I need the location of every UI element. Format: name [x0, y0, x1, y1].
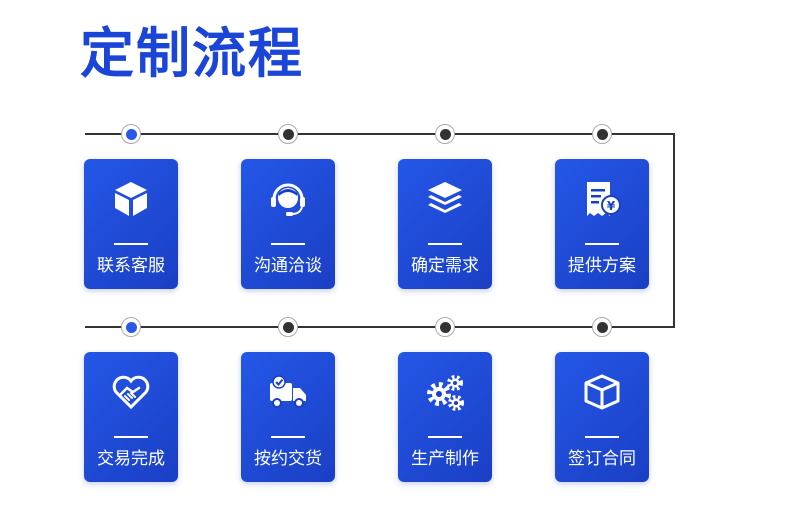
- timeline-dot-4: [592, 124, 612, 144]
- card-divider: [585, 243, 619, 245]
- step-label: 按约交货: [254, 449, 322, 469]
- timeline-dot-7: [435, 317, 455, 337]
- box-icon: [582, 372, 622, 412]
- step-card-negotiation[interactable]: 沟通洽谈: [241, 159, 335, 289]
- step-card-production[interactable]: 生产制作: [398, 352, 492, 482]
- step-label: 签订合同: [568, 449, 636, 469]
- step-card-provide-plan[interactable]: ¥ 提供方案: [555, 159, 649, 289]
- step-card-delivery[interactable]: 按约交货: [241, 352, 335, 482]
- cube-icon: [111, 179, 151, 219]
- gears-icon: [425, 372, 465, 412]
- card-divider: [271, 436, 305, 438]
- svg-text:¥: ¥: [607, 199, 616, 213]
- invoice-yuan-icon: ¥: [582, 179, 622, 219]
- step-card-deal-complete[interactable]: 交易完成: [84, 352, 178, 482]
- handshake-heart-icon: [111, 372, 151, 412]
- step-label: 生产制作: [411, 449, 479, 469]
- step-card-confirm-requirements[interactable]: 确定需求: [398, 159, 492, 289]
- step-label: 提供方案: [568, 256, 636, 276]
- timeline-line-top: [85, 133, 675, 135]
- card-divider: [585, 436, 619, 438]
- page-title: 定制流程: [80, 22, 304, 85]
- timeline-dot-3: [435, 124, 455, 144]
- card-divider: [114, 243, 148, 245]
- timeline-line-bottom: [85, 326, 675, 328]
- timeline-line-right: [673, 133, 675, 328]
- step-card-sign-contract[interactable]: 签订合同: [555, 352, 649, 482]
- timeline-dot-5: [121, 317, 141, 337]
- card-divider: [114, 436, 148, 438]
- card-divider: [428, 243, 462, 245]
- timeline-dot-1: [121, 124, 141, 144]
- step-label: 联系客服: [97, 256, 165, 276]
- step-card-contact-service[interactable]: 联系客服: [84, 159, 178, 289]
- headset-agent-icon: [268, 179, 308, 219]
- layers-icon: [425, 179, 465, 219]
- timeline-dot-6: [278, 317, 298, 337]
- card-divider: [271, 243, 305, 245]
- step-label: 交易完成: [97, 449, 165, 469]
- step-label: 沟通洽谈: [254, 256, 322, 276]
- card-divider: [428, 436, 462, 438]
- delivery-truck-icon: [268, 372, 308, 412]
- timeline-dot-8: [592, 317, 612, 337]
- step-label: 确定需求: [411, 256, 479, 276]
- timeline-dot-2: [278, 124, 298, 144]
